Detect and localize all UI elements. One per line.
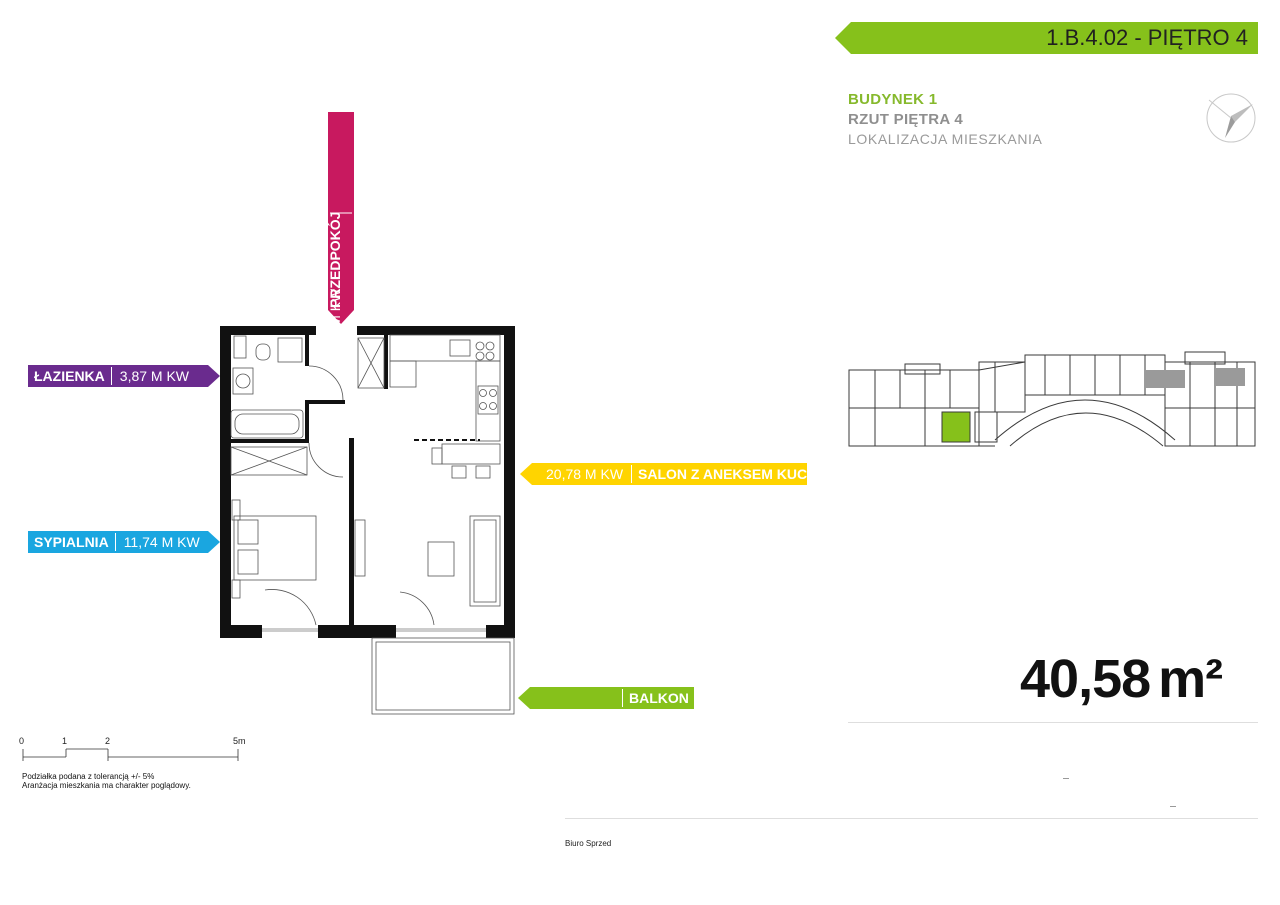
tag-arrow-shape <box>328 112 354 324</box>
tag-arrow-shape <box>520 463 807 485</box>
room-name: SYPIALNIA <box>34 534 109 550</box>
tag-arrow-shape <box>518 687 694 709</box>
scale-bar: 0 1 2 5m <box>18 735 258 770</box>
room-name: BALKON <box>629 690 689 706</box>
wall-bottom-2 <box>318 625 396 638</box>
room-tag-przedpokoj: PRZEDPOKÓJ 4,19 M KW <box>327 112 354 358</box>
scale-tick: 0 <box>19 736 25 746</box>
room-tag-balkon: BALKON <box>518 687 694 709</box>
building-label: BUDYNEK 1 <box>848 91 938 108</box>
scale-tick: 1 <box>62 736 68 746</box>
apartment-floor-plan <box>220 326 515 715</box>
room-area: 20,78 M KW <box>546 466 624 482</box>
tag-separator <box>110 367 112 385</box>
arrangement-note: Aranżacja mieszkania ma charakter pogląd… <box>22 781 191 790</box>
room-tag-sypialnia: SYPIALNIA 11,74 M KW <box>28 531 220 553</box>
north-arrow-icon <box>1206 93 1256 143</box>
room-tag-salon: 20,78 M KW SALON Z ANEKSEM KUCH. <box>520 463 821 485</box>
stray-mark <box>1170 806 1176 807</box>
room-name: ŁAZIENKA <box>34 368 105 384</box>
wall-left <box>220 326 231 638</box>
room-area: 4,19 M KW <box>327 288 343 358</box>
area-value: 40,58 <box>1020 649 1151 709</box>
floor-plan-label: RZUT PIĘTRA 4 <box>848 111 964 128</box>
tag-arrow-shape <box>28 365 220 387</box>
header-text: 1.B.4.02 - PIĘTRO 4 <box>1046 25 1248 51</box>
location-label: LOKALIZACJA MIESZKANIA <box>848 131 1043 147</box>
wall-bottom-1 <box>220 625 262 638</box>
tag-separator <box>114 533 116 551</box>
apartment-header-tag: 1.B.4.02 - PIĘTRO 4 <box>835 22 1258 54</box>
footer-divider <box>565 818 1258 819</box>
wall-top-left <box>220 326 316 335</box>
site-plan-map <box>848 351 1256 447</box>
room-area: 3,87 M KW <box>119 368 190 384</box>
header-tag-shape <box>835 22 1258 54</box>
floor-label: - PIĘTRO 4 <box>1134 25 1248 50</box>
wall-bottom-3 <box>486 625 515 638</box>
scale-tick: 5m <box>233 736 246 746</box>
tag-separator <box>631 465 633 483</box>
footer-fragment: Biuro Sprzed <box>565 839 612 848</box>
tag-separator <box>622 689 623 707</box>
area-divider <box>848 722 1258 723</box>
tolerance-note: Podziałka podana z tolerancją +/- 5% <box>22 772 155 781</box>
wall-right <box>504 326 515 638</box>
room-area: 11,74 M KW <box>123 534 200 550</box>
tag-arrow-shape <box>28 531 220 553</box>
scale-bar-graphic <box>22 748 239 761</box>
area-unit: m² <box>1158 649 1223 709</box>
room-tag-lazienka: ŁAZIENKA 3,87 M KW <box>28 365 220 387</box>
room-name: SALON Z ANEKSEM KUCH. <box>638 466 822 482</box>
wall-top-right <box>357 326 515 335</box>
apartment-code: 1.B.4.02 <box>1046 25 1129 50</box>
stray-mark <box>1063 778 1069 779</box>
scale-tick: 2 <box>105 736 111 746</box>
